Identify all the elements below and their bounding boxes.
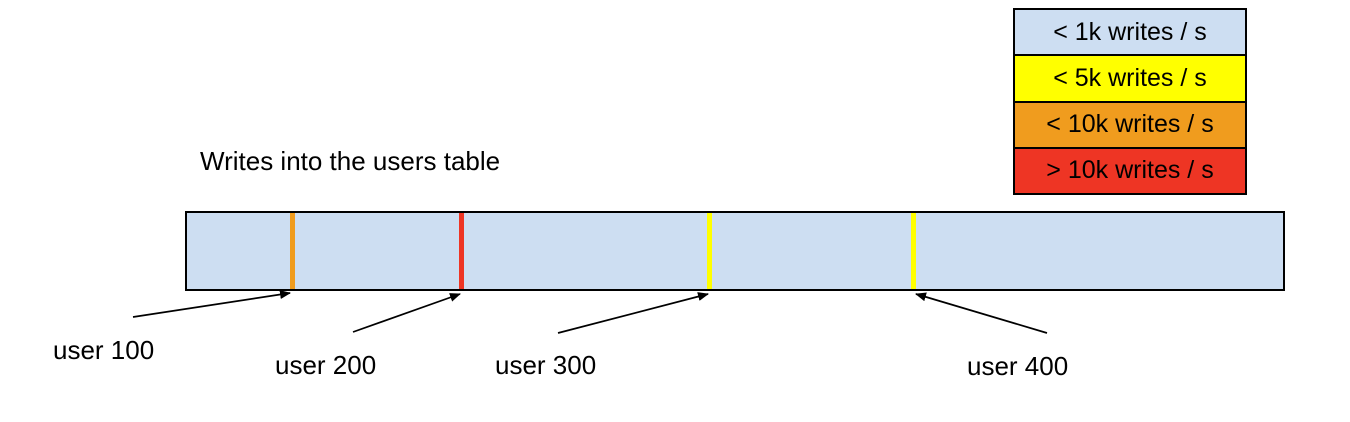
legend-item-lt-5k: < 5k writes / s [1015,54,1245,101]
label-user-200: user 200 [275,350,377,380]
label-user-100: user 100 [53,335,155,365]
marker-user-300 [707,213,712,289]
marker-user-400 [911,213,916,289]
arrow-user-400 [915,292,1048,334]
legend-item-lt-1k: < 1k writes / s [1015,10,1245,55]
label-user-300: user 300 [495,350,597,380]
arrow-user-100 [132,290,291,318]
legend-item-gt-10k: > 10k writes / s [1015,146,1245,193]
marker-user-100 [290,213,295,289]
legend: < 1k writes / s < 5k writes / s < 10k wr… [1013,8,1247,195]
legend-item-lt-10k: < 10k writes / s [1015,100,1245,147]
label-user-400: user 400 [967,351,1069,381]
users-table-bar [185,211,1285,291]
diagram-title: Writes into the users table [200,146,501,176]
marker-user-200 [459,213,464,289]
arrow-user-200 [352,293,461,333]
arrow-user-300 [557,292,709,334]
